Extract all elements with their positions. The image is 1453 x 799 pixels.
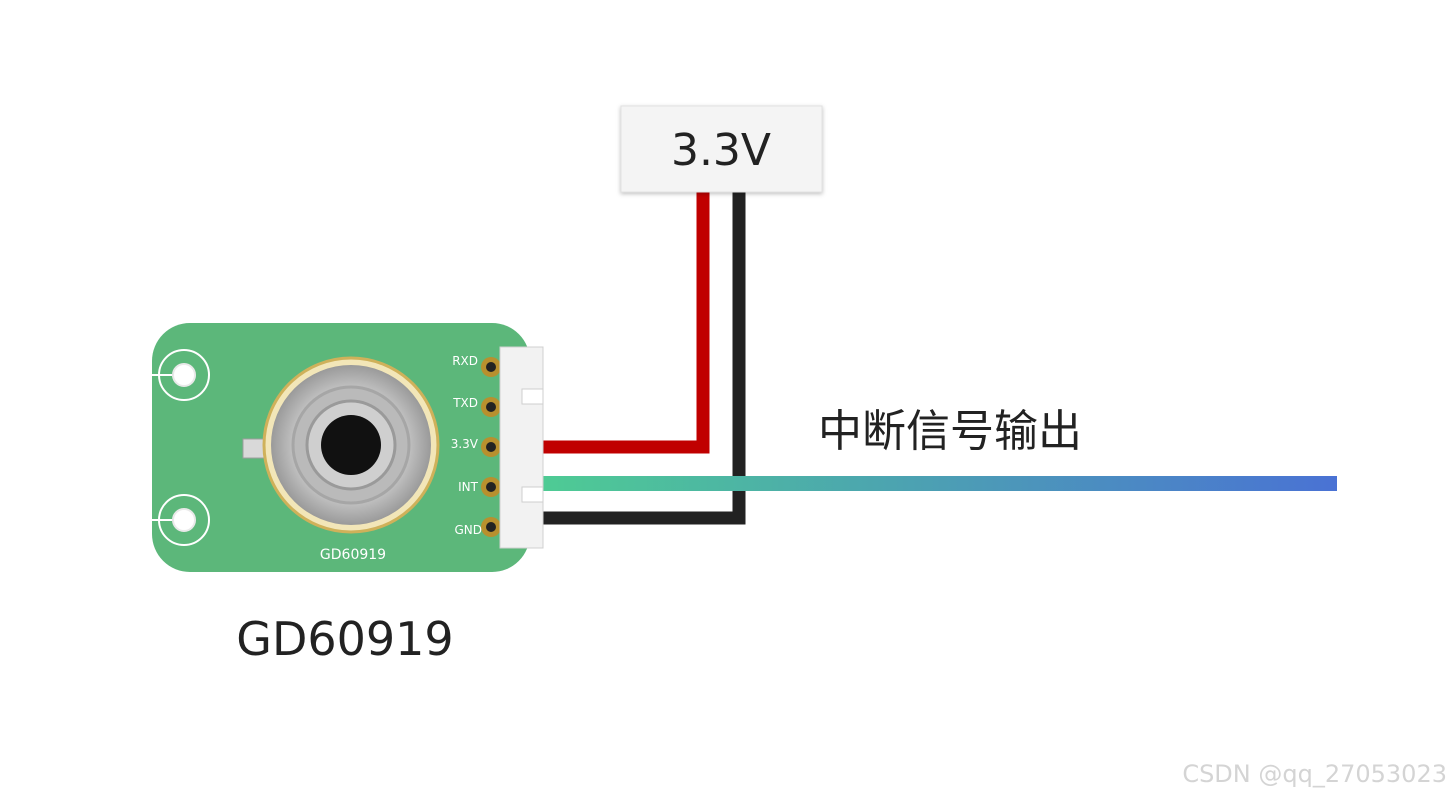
pin-pad-txd xyxy=(481,397,501,417)
connector-latch-top xyxy=(521,388,544,405)
pin-pads xyxy=(481,357,501,537)
wires xyxy=(543,192,1337,525)
pin-pad-gnd xyxy=(481,517,501,537)
pin-label-int: INT xyxy=(458,480,479,494)
interrupt-signal-wire xyxy=(543,476,1337,491)
connector-latch-bottom xyxy=(521,486,544,503)
board-silkscreen-label: GD60919 xyxy=(320,547,386,563)
pin-label-txd: TXD xyxy=(452,396,478,410)
pin-pad-int xyxy=(481,477,501,497)
watermark: CSDN @qq_27053023 xyxy=(1182,760,1447,788)
pin-label-3v3: 3.3V xyxy=(451,437,479,451)
power-label: 3.3V xyxy=(671,125,771,176)
pin-pad-3v3 xyxy=(481,437,501,457)
mounting-hole-bottom xyxy=(152,494,210,546)
sensor-board: GD60919 RXD TXD 3.3V INT GND xyxy=(152,323,544,572)
thermal-sensor-icon xyxy=(262,356,440,534)
ground-wire xyxy=(543,192,746,525)
pin-label-rxd: RXD xyxy=(452,354,478,368)
connector-header xyxy=(499,346,544,549)
mounting-hole-top xyxy=(152,349,210,401)
pin-pad-rxd xyxy=(481,357,501,377)
interrupt-output-label: 中断信号输出 xyxy=(818,406,1082,457)
pin-label-gnd: GND xyxy=(454,523,482,537)
module-label: GD60919 xyxy=(236,612,453,666)
power-supply-box xyxy=(620,105,823,193)
power-wire xyxy=(543,192,710,454)
